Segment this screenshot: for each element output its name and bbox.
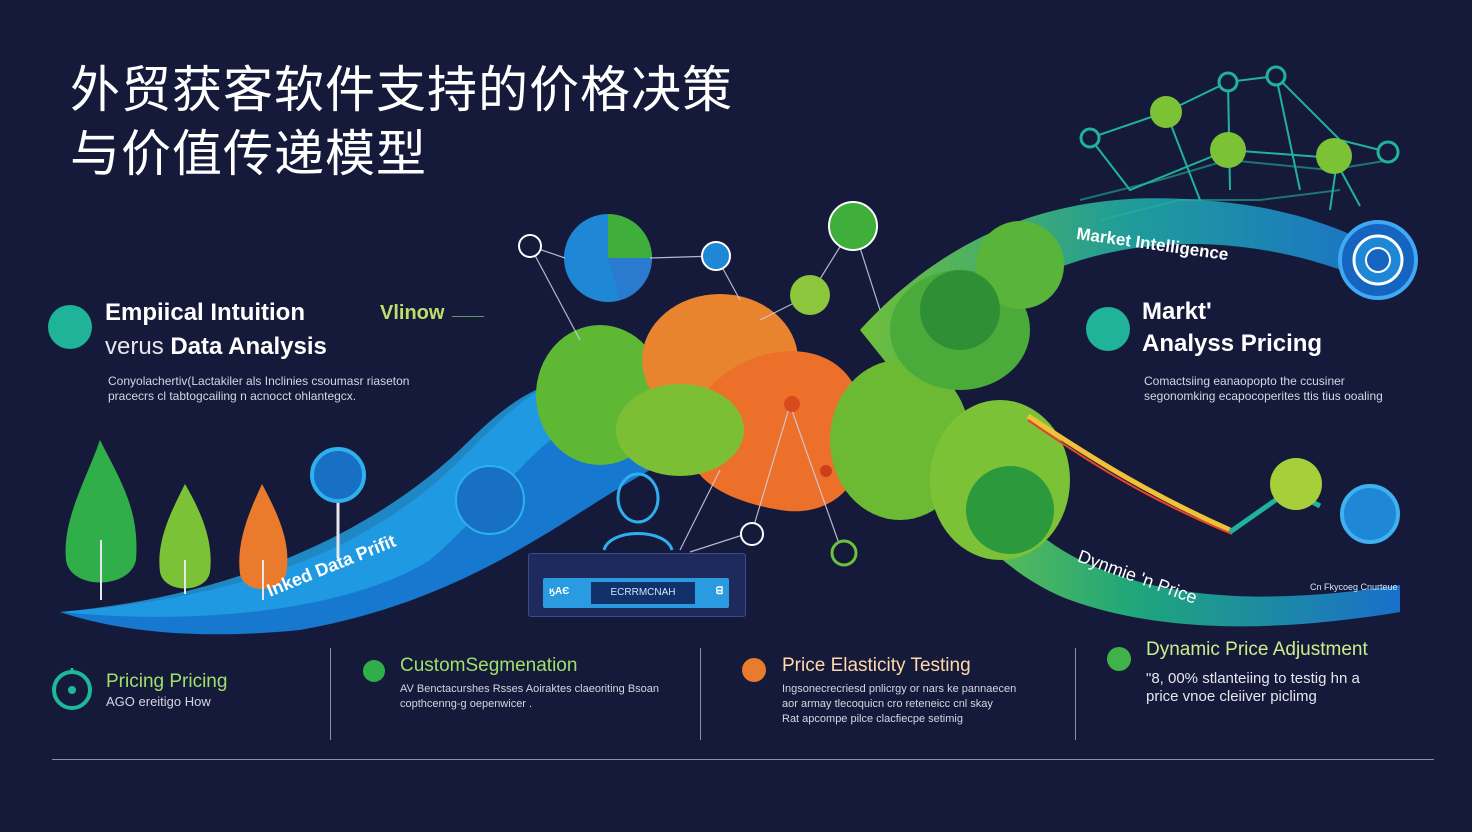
node-top-blue bbox=[701, 241, 731, 271]
bottom-item-3-sub2: aor armay tlecoquicn cro reteneicc cnl s… bbox=[782, 698, 993, 710]
bottom-item-1-sub: AGO ereitigo How bbox=[106, 694, 211, 709]
panel-label: ECRRMCNAH bbox=[591, 582, 695, 604]
bottom-item-3-title: Price Elasticity Testing bbox=[782, 655, 971, 676]
left-description: Conyolachertiv(Lactakiler als Inclinies … bbox=[108, 374, 409, 404]
bottom-item-1: Pricing Pricing AGO ereitigo How bbox=[106, 670, 227, 709]
node-mid-red2 bbox=[820, 465, 832, 477]
bottom-item-1-title: Pricing Pricing bbox=[106, 671, 228, 692]
puzzle-node bbox=[1270, 458, 1322, 510]
divider-2 bbox=[700, 648, 701, 740]
vlinow-label: Vlinow bbox=[380, 302, 445, 324]
left-heading-light: verus bbox=[105, 333, 171, 360]
right-heading: Markt' Analyss Pricing bbox=[1142, 296, 1322, 360]
divider-1 bbox=[330, 648, 331, 740]
bottom-rule bbox=[52, 759, 1434, 760]
tree-icon-2 bbox=[159, 484, 211, 589]
chart-node-4 bbox=[1265, 65, 1287, 87]
bottom-item-2-sub1: AV Benctacurshes Rsses Aoiraktes claeori… bbox=[400, 683, 660, 695]
chart-node-6 bbox=[1316, 138, 1352, 174]
left-heading: Empiical Intuition verus Data Analysis bbox=[105, 296, 327, 364]
title-line-1: 外贸获客软件支持的价格决策 bbox=[70, 61, 733, 119]
bottom-item-3-sub1: Ingsonecrecriesd pnlicrgy or nars ke pan… bbox=[782, 683, 1017, 695]
right-heading-line-2: Analyss Pricing bbox=[1142, 330, 1323, 357]
bottom-item-4-dot bbox=[1107, 647, 1131, 671]
node-gauge bbox=[828, 201, 878, 251]
bottom-item-3-dot bbox=[742, 658, 766, 682]
blob-green-mid bbox=[616, 384, 744, 476]
right-bullet-dot bbox=[1086, 307, 1130, 351]
right-heading-line-1: Markt' bbox=[1142, 298, 1212, 325]
chart-node-1 bbox=[1079, 127, 1101, 149]
stopwatch-icon bbox=[52, 668, 92, 710]
left-desc-line-1: Conyolachertiv(Lactakiler als Inclinies … bbox=[108, 374, 410, 388]
right-desc-line-1: Comactsiing eanaopopto the ccusiner bbox=[1144, 374, 1345, 388]
bottom-item-4-sub2: price vnoe cleiiver piclimg bbox=[1146, 688, 1317, 705]
bottom-item-2-sub2: copthcenng-g oepenwicer . bbox=[400, 698, 533, 710]
signpost-icon bbox=[310, 447, 366, 503]
divider-3 bbox=[1075, 648, 1076, 740]
node-top-left bbox=[518, 234, 542, 258]
vlinow-line bbox=[452, 316, 484, 317]
node-bottom-green bbox=[830, 539, 858, 567]
chart-node-5 bbox=[1210, 132, 1246, 168]
blob-blue-icon bbox=[455, 465, 525, 535]
blob-green-bottom bbox=[966, 466, 1054, 554]
dashboard-panel: ӄАЄ ECRRMCNAH ᗺ bbox=[528, 553, 746, 617]
gear-node bbox=[1340, 484, 1400, 544]
left-desc-line-2: pracecrs cl tabtogcailing n acnocct ohla… bbox=[108, 389, 357, 403]
bottom-item-4: Dynamic Price Adjustment "8, 00% stlante… bbox=[1146, 638, 1368, 706]
bottom-item-2: CustomSegmenation AV Benctacurshes Rsses… bbox=[400, 654, 659, 712]
tree-icon-3 bbox=[239, 484, 288, 589]
blob-green-top bbox=[976, 221, 1064, 309]
tree-icon-1 bbox=[65, 440, 137, 583]
title-line-2: 与价值传递模型 bbox=[70, 125, 427, 183]
trend-line bbox=[1026, 413, 1232, 533]
page-title: 外贸获客软件支持的价格决策 与价值传递模型 bbox=[70, 58, 733, 186]
blob-darkgreen bbox=[920, 270, 1000, 350]
node-green-small bbox=[790, 275, 830, 315]
flow-label-small: Cn Fkycoeg Cnurteue bbox=[1310, 582, 1398, 592]
bottom-item-4-sub1: "8, 00% stlanteiing to testig hn a bbox=[1146, 670, 1360, 687]
chart-node-2 bbox=[1150, 96, 1182, 128]
chart-node-7 bbox=[1376, 140, 1400, 164]
node-bottom bbox=[740, 522, 764, 546]
left-heading-line-1: Empiical Intuition bbox=[105, 299, 306, 326]
right-description: Comactsiing eanaopopto the ccusiner sego… bbox=[1144, 374, 1383, 404]
bottom-item-2-title: CustomSegmenation bbox=[400, 655, 578, 676]
node-mid-red bbox=[784, 396, 800, 412]
bottom-item-3: Price Elasticity Testing Ingsonecrecries… bbox=[782, 654, 1016, 727]
left-bullet-dot bbox=[48, 305, 92, 349]
bottom-item-2-dot bbox=[363, 660, 385, 682]
person-icon bbox=[602, 472, 674, 551]
bottom-item-3-sub3: Rat apcompe pilce clacfiecpe setimig bbox=[782, 713, 963, 725]
panel-left-text: ӄАЄ bbox=[549, 586, 570, 597]
left-heading-bold: Data Analysis bbox=[170, 333, 327, 360]
bottom-item-4-title: Dynamic Price Adjustment bbox=[1146, 639, 1368, 660]
right-desc-line-2: segonomking ecapocoperites ttis tius ooa… bbox=[1144, 389, 1383, 403]
chart-node-3 bbox=[1217, 71, 1239, 93]
dashboard-panel-bar: ӄАЄ ECRRMCNAH ᗺ bbox=[543, 578, 729, 608]
panel-right-text: ᗺ bbox=[715, 586, 723, 597]
